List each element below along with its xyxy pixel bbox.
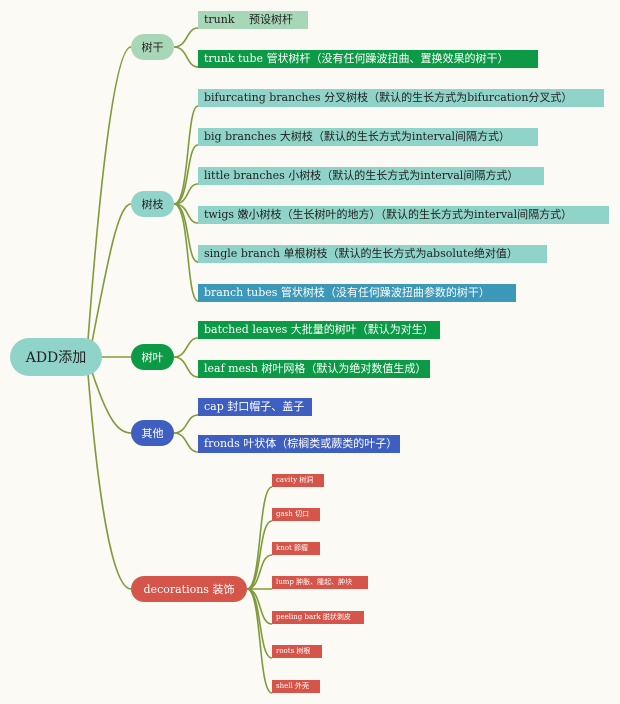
leaf-branch-tubes[interactable]: branch tubes 管状树枝（没有任何躁波扭曲参数的树干） <box>198 284 516 302</box>
category-leaves[interactable]: 树叶 <box>131 344 174 370</box>
leaf-trunk[interactable]: trunk 预设树杆 <box>198 11 308 29</box>
connector-root-others <box>91 371 132 434</box>
leaf-peeling-bark[interactable]: peeling bark 脱状剥皮 <box>272 611 364 624</box>
leaf-twigs[interactable]: twigs 嫩小树枝（生长树叶的地方）（默认的生长方式为interval间隔方式… <box>198 206 609 224</box>
leaf-shell[interactable]: shell 外壳 <box>272 680 320 693</box>
category-others[interactable]: 其他 <box>131 420 174 446</box>
leaf-roots[interactable]: roots 树根 <box>272 645 322 658</box>
leaf-lump[interactable]: lump 肿胀、隆起、肿块 <box>272 576 368 589</box>
connector-root-branches <box>91 203 132 343</box>
leaf-leaf-mesh[interactable]: leaf mesh 树叶网格（默认为绝对数值生成） <box>198 360 430 378</box>
leaf-little-branches[interactable]: little branches 小树枝（默认的生长方式为interval间隔方式… <box>198 167 544 185</box>
leaf-big-branches[interactable]: big branches 大树枝（默认的生长方式为interval间隔方式） <box>198 128 538 146</box>
root-node[interactable]: ADD添加 <box>10 338 102 376</box>
category-trunk[interactable]: 树干 <box>131 34 174 60</box>
leaf-cap[interactable]: cap 封口帽子、盖子 <box>198 398 312 416</box>
leaf-single-branch[interactable]: single branch 单根树枝（默认的生长方式为absolute绝对值） <box>198 245 547 263</box>
connector-root-trunk <box>87 46 132 341</box>
leaf-trunk-tube[interactable]: trunk tube 管状树杆（没有任何躁波扭曲、置换效果的树干） <box>198 50 538 68</box>
leaf-fronds[interactable]: fronds 叶状体（棕榈类或蕨类的叶子） <box>198 435 400 453</box>
leaf-bifurcating-branches[interactable]: bifurcating branches 分叉树枝（默认的生长方式为bifurc… <box>198 89 604 107</box>
leaf-gash[interactable]: gash 切口 <box>272 508 320 521</box>
leaf-knot[interactable]: knot 節瘤 <box>272 542 320 555</box>
leaf-batched-leaves[interactable]: batched leaves 大批量的树叶（默认为对生） <box>198 321 440 339</box>
leaf-cavity[interactable]: cavity 树洞 <box>272 474 324 487</box>
category-decorations[interactable]: decorations 装饰 <box>131 576 247 602</box>
connector-root-decorations <box>87 373 132 590</box>
category-branches[interactable]: 树枝 <box>131 191 174 217</box>
